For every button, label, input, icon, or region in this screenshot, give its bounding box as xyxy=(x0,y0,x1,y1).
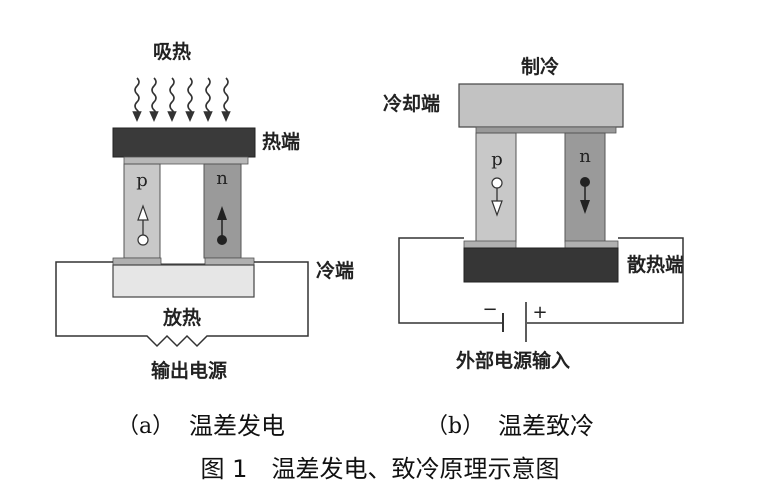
bottom-strip-right-b xyxy=(564,240,619,249)
wavy-arrow-icon xyxy=(203,77,213,122)
electron-carrier-down-icon xyxy=(580,177,590,214)
figure-caption: 图 1 温差发电、致冷原理示意图 xyxy=(201,455,560,483)
p-label-b: p xyxy=(491,149,503,170)
cold-end-label-b: 冷却端 xyxy=(383,92,440,115)
captions: （a） 温差发电 （b） 温差致冷 图 1 温差发电、致冷原理示意图 xyxy=(117,412,594,483)
n-label-b: n xyxy=(579,146,591,167)
panel-b: 制冷 冷却端 p n 散热端 − xyxy=(383,55,684,372)
wavy-arrow-icon xyxy=(132,77,142,122)
wavy-arrow-icon xyxy=(221,77,231,122)
bottom-strip-left-b xyxy=(463,240,517,249)
input-circuit-right xyxy=(527,237,684,324)
wavy-arrow-icon xyxy=(149,77,159,122)
hot-end-label: 热端 xyxy=(262,130,300,153)
cold-strip-right xyxy=(204,257,255,266)
cold-end-plate xyxy=(112,264,255,298)
heat-sink-plate xyxy=(463,247,619,283)
cold-strip-left xyxy=(112,257,162,266)
title-b: 温差致冷 xyxy=(498,412,594,440)
p-label: p xyxy=(136,170,148,191)
output-circuit xyxy=(55,261,309,348)
wavy-arrow-icon xyxy=(185,77,195,122)
wavy-arrow-icon xyxy=(167,77,177,122)
heat-in-arrows xyxy=(132,77,231,122)
panel-a: 吸热 热端 xyxy=(55,40,354,382)
heat-sink-label: 散热端 xyxy=(627,253,684,276)
input-circuit-left xyxy=(398,237,502,324)
hot-strip xyxy=(123,156,249,165)
title-a: 温差发电 xyxy=(189,412,285,440)
external-power-label: 外部电源输入 xyxy=(456,349,570,372)
hole-carrier-down-icon xyxy=(491,177,503,217)
plus-sign: + xyxy=(532,302,547,323)
sub-label-b: （b） xyxy=(426,414,484,439)
n-label: n xyxy=(216,168,228,189)
heat-release-label: 放热 xyxy=(162,306,201,329)
hot-end-plate xyxy=(112,127,256,158)
battery-icon xyxy=(502,302,527,342)
cooling-label: 制冷 xyxy=(521,55,559,78)
minus-sign: − xyxy=(482,299,497,320)
cold-end-plate-b xyxy=(458,83,624,128)
top-strip-b xyxy=(475,126,617,134)
hole-carrier-up-icon xyxy=(137,204,149,246)
output-power-label: 输出电源 xyxy=(151,359,227,382)
sub-label-a: （a） xyxy=(117,414,174,439)
heat-absorb-label: 吸热 xyxy=(153,40,191,63)
electron-carrier-up-icon xyxy=(217,206,227,245)
cold-end-label: 冷端 xyxy=(316,259,354,282)
